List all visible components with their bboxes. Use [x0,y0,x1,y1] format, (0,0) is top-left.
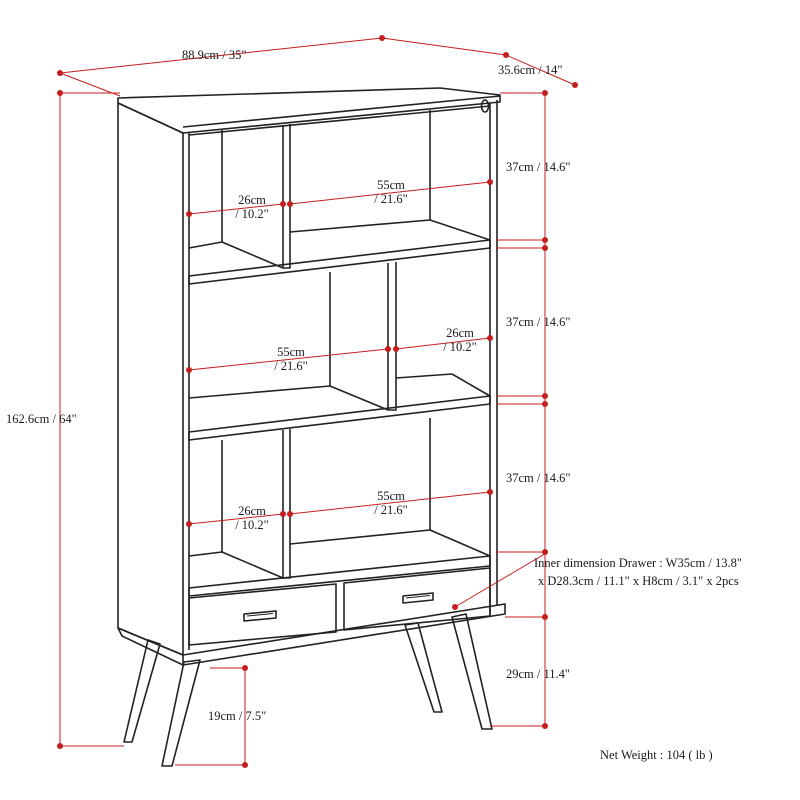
middle-left-compartment-cm: 55cm [277,345,305,359]
cam-fitting [480,99,490,113]
top-right-compartment-in: / 21.6" [374,192,408,206]
middle-divider [387,262,397,411]
shelf-1 [188,239,491,285]
middle-right-compartment-in: / 10.2" [443,340,477,354]
shelf-2 [188,395,491,441]
top-left-compartment-label: 26cm / 10.2" [228,193,276,221]
bottom-left-compartment-in: / 10.2" [235,518,269,532]
bookcase-outline [117,87,506,767]
top-divider [282,124,291,269]
middle-left-compartment-in: / 21.6" [274,359,308,373]
drawer-handle-left [243,610,277,622]
middle-right-compartment-label: 26cm / 10.2" [436,326,484,354]
shelf-height-1-label: 37cm / 14.6" [506,160,571,174]
top-left-compartment-cm: 26cm [238,193,266,207]
top-right-compartment-label: 55cm / 21.6" [366,178,416,206]
net-weight-label: Net Weight : 104 ( lb ) [600,748,713,762]
dimension-lines [59,37,576,766]
top-left-compartment-in: / 10.2" [235,207,269,221]
shelf-height-2-label: 37cm / 14.6" [506,315,571,329]
drawer-handle-right [402,592,434,604]
overall-height-label: 162.6cm / 64" [6,412,77,426]
drawer-dimension-line1: Inner dimension Drawer : W35cm / 13.8" [534,556,742,570]
bottom-right-compartment-in: / 21.6" [374,503,408,517]
base-frame [182,603,506,666]
bottom-divider [282,429,291,579]
leg-height-label: 29cm / 11.4" [506,667,571,681]
shelf-height-3-label: 37cm / 14.6" [506,471,571,485]
leg-clearance-label: 19cm / 7.5" [208,709,267,723]
drawer-left [188,583,337,646]
shelf-3 [188,555,491,597]
dimension-dots [57,35,578,768]
leg-back-right [404,622,443,713]
bottom-right-compartment-cm: 55cm [377,489,405,503]
bottom-left-compartment-cm: 26cm [238,504,266,518]
overall-width-label: 88.9cm / 35" [182,48,247,62]
leg-back-left [123,639,161,743]
leg-front-right [451,613,493,730]
bottom-left-compartment-label: 26cm / 10.2" [228,504,276,532]
overall-depth-label: 35.6cm / 14" [498,63,563,77]
bottom-right-compartment-label: 55cm / 21.6" [366,489,416,517]
leg-front-left [161,659,201,767]
top-right-compartment-cm: 55cm [377,178,405,192]
middle-left-compartment-label: 55cm / 21.6" [266,345,316,373]
middle-right-compartment-cm: 26cm [446,326,474,340]
drawer-dimension-line2: x D28.3cm / 11.1" x H8cm / 3.1" x 2pcs [538,574,739,588]
